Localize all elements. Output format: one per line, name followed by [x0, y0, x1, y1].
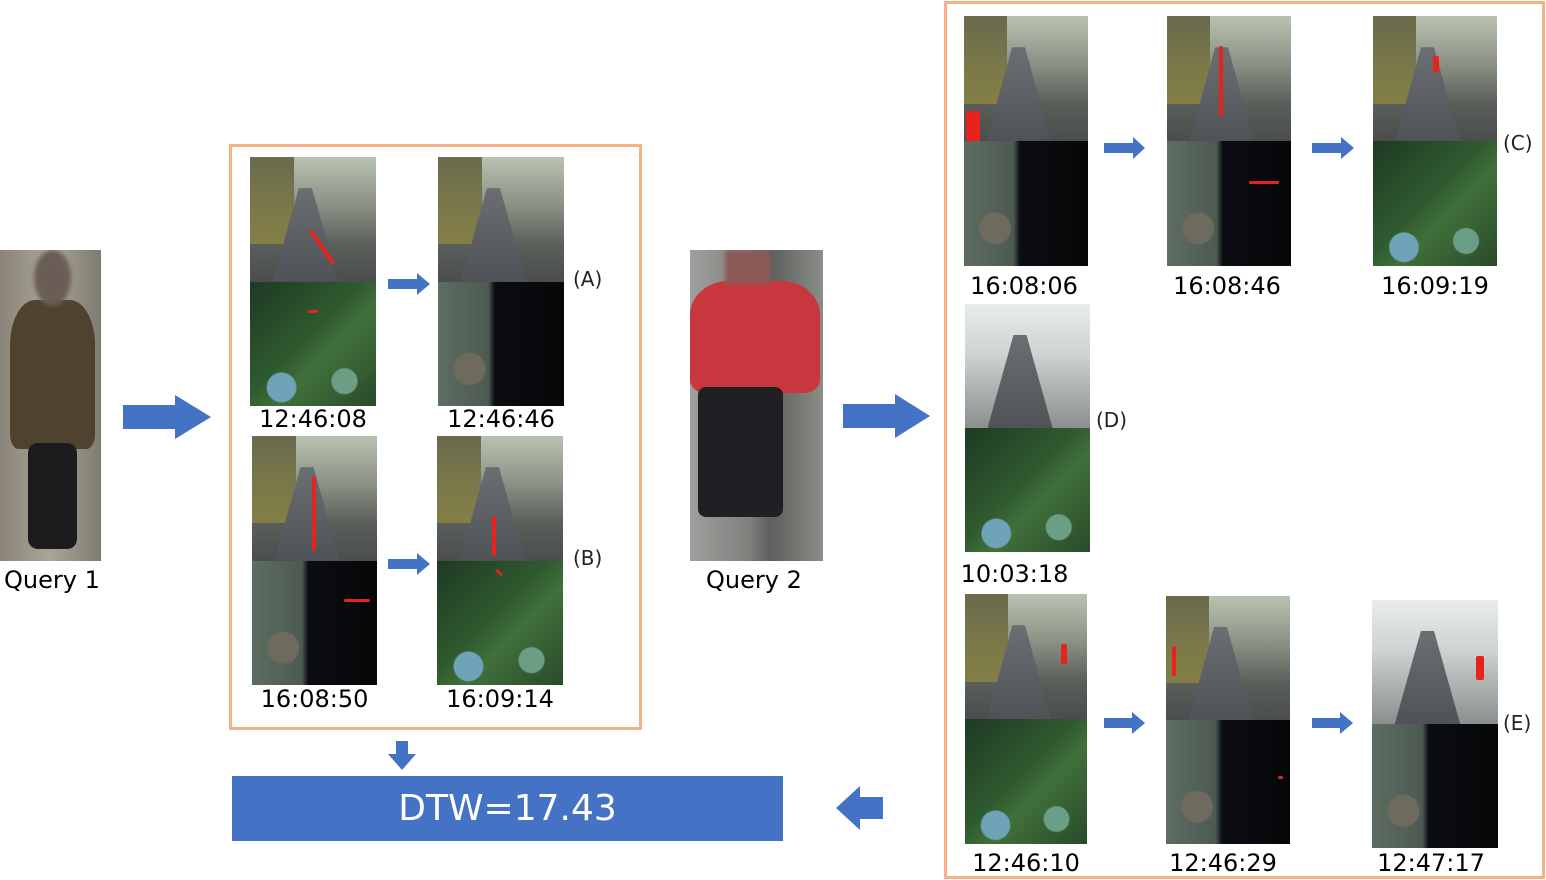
query-2-label: Query 2 — [706, 566, 802, 594]
arrow-down-icon — [388, 741, 416, 770]
frame-c3-image — [1373, 16, 1497, 266]
group-b-tag: (B) — [573, 546, 603, 570]
query-1-image — [0, 250, 101, 561]
frame-c1-image — [964, 16, 1088, 266]
arrow-left-icon — [836, 786, 883, 830]
time-label: 12:46:46 — [447, 405, 555, 433]
time-label: 12:46:29 — [1169, 849, 1277, 877]
frame-e3-image — [1372, 600, 1498, 848]
query-1-results-frame — [229, 144, 642, 730]
time-label: 12:46:10 — [972, 849, 1080, 877]
query-1-label: Query 1 — [4, 566, 100, 594]
frame-d1-image — [965, 304, 1090, 552]
arrow-right-icon — [1104, 137, 1145, 159]
arrow-right-icon — [1312, 712, 1353, 734]
arrow-right-icon — [1104, 712, 1145, 734]
time-label: 16:09:19 — [1381, 272, 1489, 300]
frame-e1-image — [965, 594, 1087, 844]
arrow-right-icon — [388, 553, 430, 575]
frame-c2-image — [1167, 16, 1291, 266]
query-2-results-frame — [944, 1, 1545, 879]
frame-a2-image — [438, 157, 564, 406]
time-label: 12:46:08 — [259, 405, 367, 433]
group-e-tag: (E) — [1503, 711, 1532, 735]
group-a-tag: (A) — [573, 267, 603, 291]
frame-e2-image — [1166, 596, 1290, 844]
arrow-right-icon — [843, 394, 930, 438]
query-2-image — [690, 250, 823, 561]
time-label: 16:09:14 — [446, 685, 554, 713]
group-c-tag: (C) — [1503, 131, 1533, 155]
time-label: 16:08:46 — [1173, 272, 1281, 300]
time-label: 12:47:17 — [1377, 849, 1485, 877]
arrow-right-icon — [388, 273, 430, 295]
time-label: 16:08:50 — [260, 685, 369, 713]
frame-b2-image — [437, 436, 563, 685]
time-label: 10:03:18 — [960, 560, 1069, 588]
arrow-right-icon — [1312, 137, 1354, 159]
dtw-result-box: DTW=17.43 — [232, 776, 783, 841]
arrow-right-icon — [123, 395, 211, 439]
frame-a1-image — [250, 157, 376, 406]
frame-b1-image — [252, 436, 377, 685]
group-d-tag: (D) — [1096, 408, 1128, 432]
time-label: 16:08:06 — [970, 272, 1078, 300]
